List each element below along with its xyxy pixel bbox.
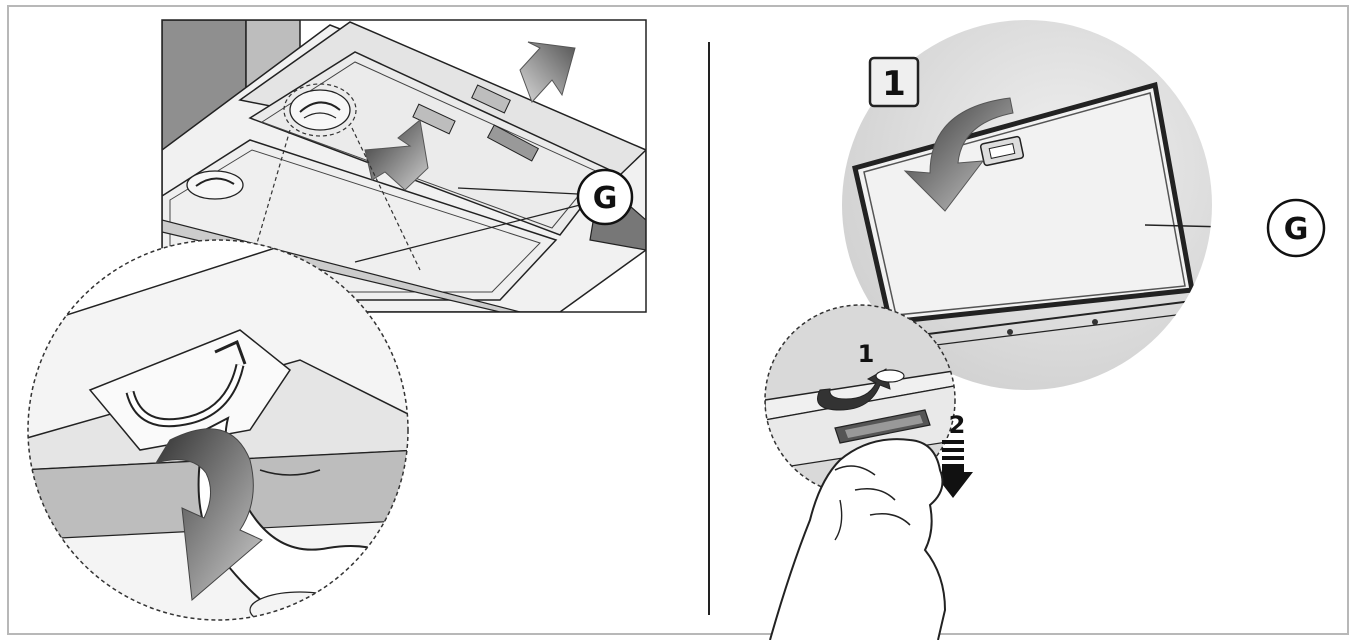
- step-rotate-label: 1: [858, 340, 875, 368]
- part-label-g-left: G: [576, 168, 634, 226]
- right-panel: G 1 1 2: [764, 20, 1326, 640]
- step-number-box: 1: [868, 56, 920, 108]
- part-label-text: G: [1284, 212, 1309, 247]
- filter-handle-icon: [289, 89, 351, 131]
- inset-frame: [161, 19, 647, 313]
- filter-handle-icon: [186, 170, 244, 200]
- curved-arrow-icon: [154, 428, 263, 601]
- double-arrow-icon: [364, 41, 576, 191]
- hood-underside-view: [162, 20, 646, 312]
- part-label-g-right: G: [1266, 198, 1326, 258]
- hand-illustration: [769, 438, 947, 640]
- step-pull-label: 2: [949, 411, 966, 439]
- part-label-text: G: [593, 181, 618, 216]
- curved-arrow-icon: [903, 97, 1014, 212]
- outer-frame: [7, 5, 1349, 635]
- filter-detail-circle: [842, 20, 1212, 390]
- left-panel: G: [27, 19, 647, 621]
- step-number-text: 1: [882, 64, 906, 104]
- filter-handle-icon: [979, 135, 1025, 167]
